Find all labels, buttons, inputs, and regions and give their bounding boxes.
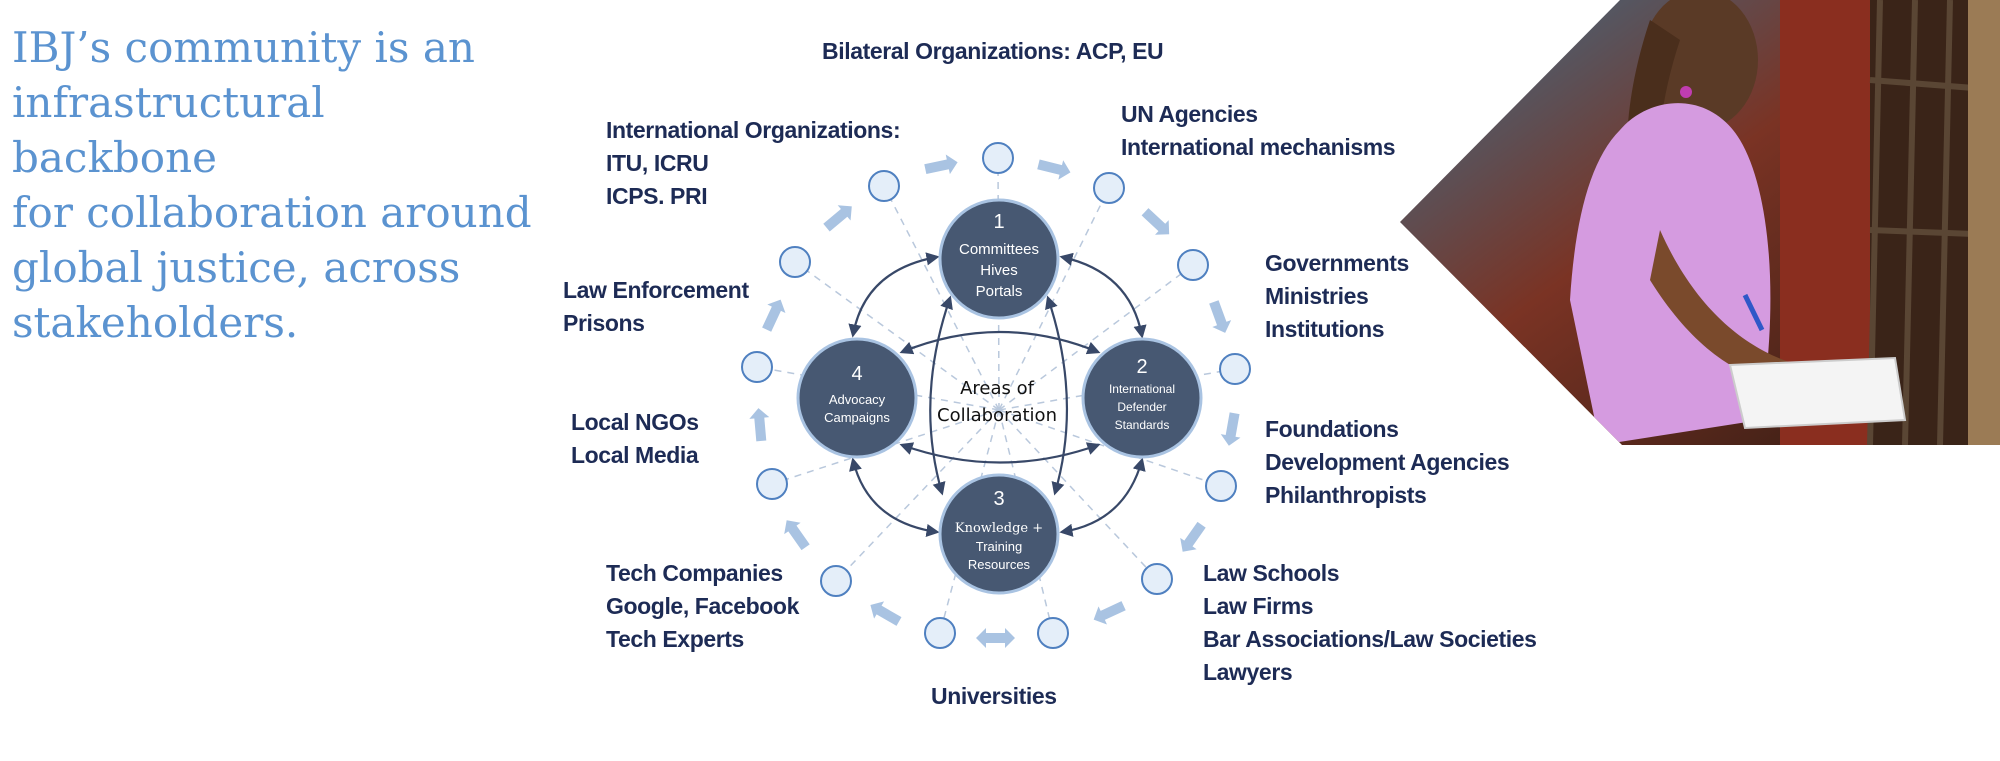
label-line: ICPS. PRI [606, 183, 708, 209]
hub-line: Training [976, 539, 1022, 554]
label-line: Bilateral Organizations: ACP, EU [822, 38, 1164, 64]
hub-knowledge-training: 3 Knowledge + Training Resources [938, 473, 1060, 595]
hub-line: Resources [968, 557, 1031, 572]
label-line: International mechanisms [1121, 134, 1396, 160]
ring-node [1037, 617, 1069, 649]
label-line: International Organizations: [606, 117, 901, 143]
ring-node [982, 142, 1014, 174]
label-law-schools: Law Schools Law Firms Bar Associations/L… [1203, 557, 1537, 689]
ring-node [1177, 249, 1209, 281]
hub-number: 4 [851, 363, 862, 385]
label-line: Local Media [571, 442, 699, 468]
ring-node [756, 468, 788, 500]
center-label-line: Areas of [960, 378, 1035, 399]
hub-defender-standards: 2 International Defender Standards [1081, 337, 1203, 459]
hub-number: 3 [993, 488, 1004, 510]
label-line: Tech Companies [606, 560, 783, 586]
hub-line: Standards [1115, 418, 1170, 432]
hub-line: Hives [980, 262, 1018, 279]
label-line: UN Agencies [1121, 101, 1258, 127]
hub-line: Knowledge + [955, 521, 1043, 536]
ring-nodes [741, 142, 1251, 649]
label-local-ngos: Local NGOs Local Media [571, 406, 699, 472]
label-line: Local NGOs [571, 409, 699, 435]
hub-advocacy: 4 Advocacy Campaigns [796, 337, 918, 459]
label-governments: Governments Ministries Institutions [1265, 247, 1409, 346]
headline: IBJ’s community is an infrastructural ba… [12, 23, 532, 347]
label-line: Law Firms [1203, 593, 1314, 619]
hub-number: 2 [1136, 356, 1147, 378]
label-line: Bar Associations/Law Societies [1203, 626, 1537, 652]
label-bilateral: Bilateral Organizations: ACP, EU [822, 35, 1164, 68]
ring-node [1219, 353, 1251, 385]
label-line: Universities [931, 683, 1057, 709]
label-line: Law Enforcement [563, 277, 749, 303]
hub-committees: 1 Committees Hives Portals [938, 198, 1060, 320]
label-line: Prisons [563, 310, 645, 336]
hub-line: Campaigns [824, 410, 890, 425]
label-line: Development Agencies [1265, 449, 1510, 475]
hub-connectors [848, 252, 1147, 538]
label-line: Google, Facebook [606, 593, 799, 619]
label-un-agencies: UN Agencies International mechanisms [1121, 98, 1396, 164]
label-line: Foundations [1265, 416, 1399, 442]
ring-node [820, 565, 852, 597]
ring-node [1205, 470, 1237, 502]
hub-line: Defender [1117, 400, 1166, 414]
photo-woman-writing [1400, 0, 2000, 445]
ring-node [779, 246, 811, 278]
center-label-line: Collaboration [937, 405, 1057, 426]
label-line: Institutions [1265, 316, 1385, 342]
hub-line: Committees [959, 241, 1039, 258]
ring-node [1093, 172, 1125, 204]
ring-node [1141, 563, 1173, 595]
center-label: Areas of Collaboration [937, 378, 1057, 426]
ring-node [924, 617, 956, 649]
ring-arrows [749, 154, 1241, 648]
label-foundations: Foundations Development Agencies Philant… [1265, 413, 1510, 512]
hub-line: International [1109, 382, 1175, 396]
ring-node [741, 351, 773, 383]
label-tech: Tech Companies Google, Facebook Tech Exp… [606, 557, 799, 656]
label-international-orgs: International Organizations: ITU, ICRU I… [606, 114, 901, 213]
label-line: Governments [1265, 250, 1409, 276]
label-line: Lawyers [1203, 659, 1293, 685]
label-line: Philanthropists [1265, 482, 1427, 508]
label-line: Tech Experts [606, 626, 744, 652]
label-law-enforcement: Law Enforcement Prisons [563, 274, 749, 340]
hub-line: Advocacy [829, 392, 886, 407]
label-line: ITU, ICRU [606, 150, 709, 176]
label-line: Ministries [1265, 283, 1369, 309]
hub-line: Portals [976, 283, 1023, 300]
ring-node [868, 170, 900, 202]
label-line: Law Schools [1203, 560, 1340, 586]
label-universities: Universities [931, 680, 1057, 713]
hub-number: 1 [993, 211, 1004, 233]
